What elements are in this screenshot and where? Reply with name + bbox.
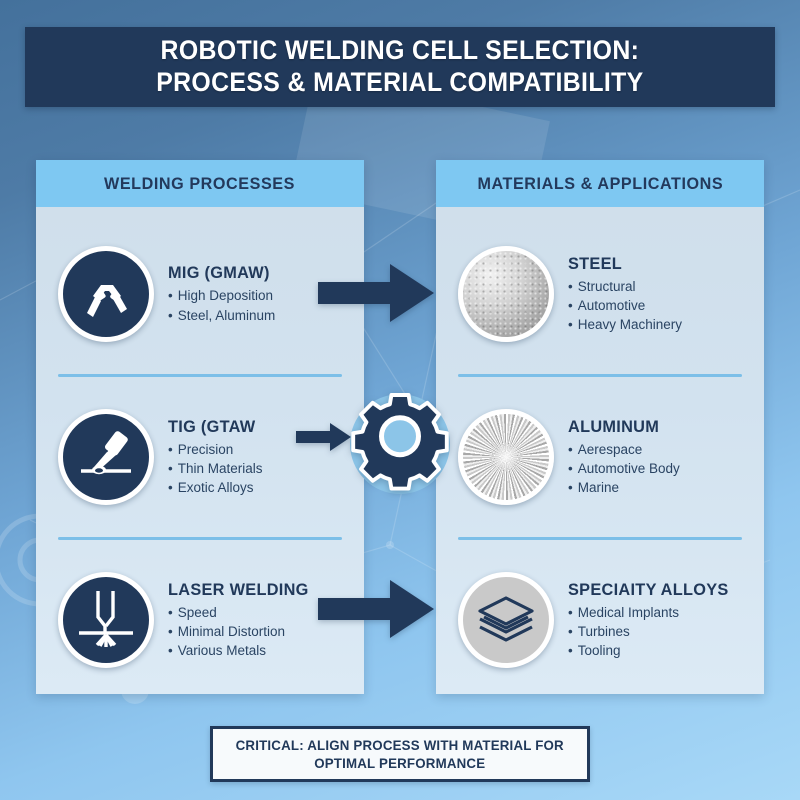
welding-processes-panel: WELDING PROCESSES xyxy=(36,160,364,694)
divider xyxy=(458,537,742,540)
title-banner: ROBOTIC WELDING CELL SELECTION: PROCESS … xyxy=(25,27,775,107)
bullet: Automotive xyxy=(568,296,682,315)
materials-applications-panel: MATERIALS & APPLICATIONS STEEL Structura… xyxy=(436,160,764,694)
bullet: Thin Materials xyxy=(168,459,263,478)
process-item-mig-text: MIG (GMAW) High Deposition Steel, Alumin… xyxy=(168,263,283,324)
process-item-tig-text: TIG (GTAW Precision Thin Materials Exoti… xyxy=(168,417,271,497)
process-item-laser-title: LASER WELDING xyxy=(168,579,309,599)
material-item-steel[interactable]: STEEL Structural Automotive Heavy Machin… xyxy=(436,219,764,369)
gear-icon xyxy=(351,393,449,491)
material-item-aluminum-text: ALUMINUM Aerespace Automotive Body Marin… xyxy=(568,417,688,497)
process-item-mig-title: MIG (GMAW) xyxy=(168,263,270,283)
material-item-steel-bullets: Structural Automotive Heavy Machinery xyxy=(568,277,682,334)
welding-processes-header-label: WELDING PROCESSES xyxy=(104,173,296,193)
process-item-mig-bullets: High Deposition Steel, Aluminum xyxy=(168,286,276,325)
bullet: Precision xyxy=(168,440,263,459)
material-item-specialty-alloys[interactable]: SPECIAITY ALLOYS Medical Implants Turbin… xyxy=(436,545,764,695)
process-item-mig[interactable]: MIG (GMAW) High Deposition Steel, Alumin… xyxy=(36,219,364,369)
arrow-right-icon xyxy=(318,264,434,322)
materials-applications-body: STEEL Structural Automotive Heavy Machin… xyxy=(436,207,764,694)
bullet: Medical Implants xyxy=(568,603,735,622)
materials-applications-header: MATERIALS & APPLICATIONS xyxy=(436,160,764,207)
divider xyxy=(58,374,342,377)
material-item-steel-title: STEEL xyxy=(568,253,623,273)
materials-applications-header-label: MATERIALS & APPLICATIONS xyxy=(477,173,723,193)
title-line-2: PROCESS & MATERIAL COMPATIBILITY xyxy=(156,67,644,97)
divider xyxy=(58,537,342,540)
arrow-right-icon xyxy=(318,580,434,638)
divider xyxy=(458,374,742,377)
process-item-laser[interactable]: LASER WELDING Speed Minimal Distortion V… xyxy=(36,545,364,695)
material-item-aluminum-bullets: Aerespace Automotive Body Marine xyxy=(568,440,680,497)
process-item-tig[interactable]: TIG (GTAW Precision Thin Materials Exoti… xyxy=(36,382,364,532)
bullet: Structural xyxy=(568,277,682,296)
process-item-tig-bullets: Precision Thin Materials Exotic Alloys xyxy=(168,440,263,497)
bullet: Steel, Aluminum xyxy=(168,306,276,325)
bullet: Exotic Alloys xyxy=(168,478,263,497)
process-item-laser-text: LASER WELDING Speed Minimal Distortion V… xyxy=(168,580,323,660)
bullet: Minimal Distortion xyxy=(168,622,315,641)
material-item-specialty-alloys-bullets: Medical Implants Turbines Tooling xyxy=(568,603,735,660)
material-item-specialty-alloys-text: SPECIAITY ALLOYS Medical Implants Turbin… xyxy=(568,580,743,660)
welding-torch-icon xyxy=(58,246,154,342)
footer-line-1: CRITICAL: ALIGN PROCESS WITH MATERIAL FO… xyxy=(235,736,565,753)
welding-processes-body: MIG (GMAW) High Deposition Steel, Alumin… xyxy=(36,207,364,694)
process-item-laser-bullets: Speed Minimal Distortion Various Metals xyxy=(168,603,315,660)
bullet: Automotive Body xyxy=(568,459,680,478)
stacked-sheets-icon xyxy=(458,572,554,668)
footer-callout-banner: CRITICAL: ALIGN PROCESS WITH MATERIAL FO… xyxy=(210,726,590,782)
arrow-right-icon xyxy=(296,423,351,451)
bullet: Aerespace xyxy=(568,440,680,459)
title-line-1: ROBOTIC WELDING CELL SELECTION: xyxy=(160,35,640,66)
material-item-aluminum[interactable]: ALUMINUM Aerespace Automotive Body Marin… xyxy=(436,382,764,532)
page-title: ROBOTIC WELDING CELL SELECTION: PROCESS … xyxy=(156,35,643,99)
tig-electrode-icon xyxy=(58,409,154,505)
bullet: Turbines xyxy=(568,622,735,641)
footer-line-2: OPTIMAL PERFORMANCE xyxy=(314,755,486,771)
bullet: Speed xyxy=(168,603,315,622)
bullet: Heavy Machinery xyxy=(568,315,682,334)
process-item-tig-title: TIG (GTAW xyxy=(168,416,256,436)
material-item-steel-text: STEEL Structural Automotive Heavy Machin… xyxy=(568,254,690,334)
aluminum-disc-icon xyxy=(458,409,554,505)
footer-callout-text: CRITICAL: ALIGN PROCESS WITH MATERIAL FO… xyxy=(236,736,564,772)
bullet: Various Metals xyxy=(168,641,315,660)
laser-beam-icon xyxy=(58,572,154,668)
material-item-specialty-alloys-title: SPECIAITY ALLOYS xyxy=(568,579,729,599)
welding-processes-header: WELDING PROCESSES xyxy=(36,160,364,207)
bullet: Marine xyxy=(568,478,680,497)
bullet: High Deposition xyxy=(168,286,275,305)
bullet: Tooling xyxy=(568,641,735,660)
center-gear-hub xyxy=(344,388,456,500)
material-item-aluminum-title: ALUMINUM xyxy=(568,416,660,436)
steel-sphere-icon xyxy=(458,246,554,342)
